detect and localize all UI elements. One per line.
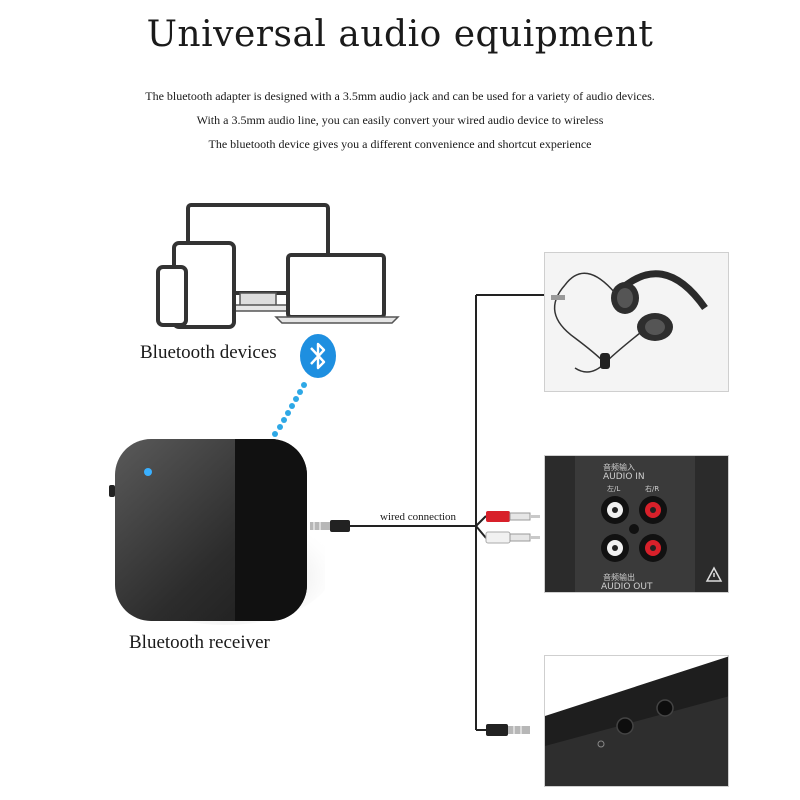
audio-jack-plug	[310, 520, 350, 532]
bluetooth-receiver-device	[109, 439, 325, 625]
bluetooth-receiver-label: Bluetooth receiver	[129, 632, 270, 653]
rca-white-plug	[485, 531, 540, 544]
rca-red-plug	[486, 511, 540, 522]
wired-connection-label: wired connection	[380, 511, 457, 523]
audio-in-label: AUDIO IN	[603, 472, 645, 482]
laptop-icon	[274, 253, 400, 324]
rca-sockets	[601, 496, 667, 562]
led-indicator	[144, 468, 152, 476]
bluetooth-devices-label: Bluetooth devices	[140, 342, 277, 363]
amplifier-panel-photo: 音频输入 AUDIO IN 左/L 右/R 音频输出 AUDIO OUT	[544, 455, 729, 593]
power-icon	[597, 740, 605, 748]
warning-icon	[705, 566, 723, 582]
bottom-jack-plug	[486, 724, 530, 736]
bluetooth-signal-dots	[272, 382, 307, 437]
device-jack-panel-photo	[544, 655, 729, 787]
description-line-3: The bluetooth device gives you a differe…	[208, 137, 592, 151]
description-line-1: The bluetooth adapter is designed with a…	[145, 89, 655, 103]
description-line-2: With a 3.5mm audio line, you can easily …	[196, 113, 604, 127]
headphones-photo	[544, 252, 729, 392]
phone-icon	[156, 265, 188, 327]
page-title: Universal audio equipment	[146, 14, 654, 55]
bluetooth-devices-illustration	[156, 203, 400, 329]
bluetooth-icon	[300, 334, 336, 378]
headphones-icon	[551, 270, 708, 373]
wired-connection-lines	[310, 294, 546, 736]
audio-jack-socket-1	[616, 717, 634, 735]
audio-out-label: AUDIO OUT	[601, 582, 653, 592]
audio-jack-socket-2	[656, 699, 674, 717]
